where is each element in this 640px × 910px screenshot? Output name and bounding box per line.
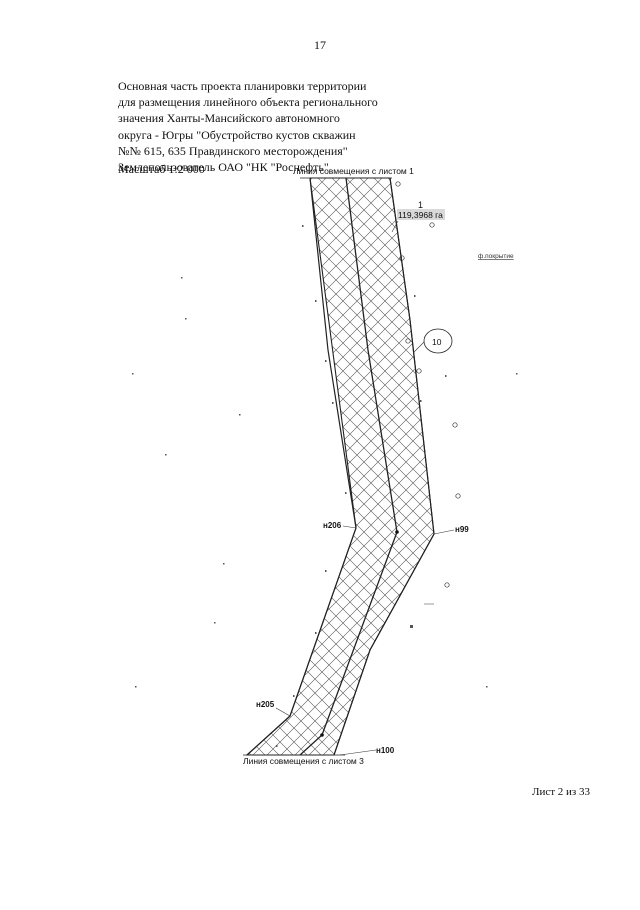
well-marker-icon — [416, 368, 422, 374]
survey-mark — [135, 686, 137, 688]
leader-h100 — [339, 749, 377, 756]
point-label-h100: н100 — [376, 746, 395, 755]
leader-h206 — [342, 525, 357, 529]
survey-mark — [302, 225, 304, 227]
leader-h99 — [433, 529, 455, 535]
well-marker-icon — [429, 222, 435, 228]
point-label-h99: н99 — [455, 525, 469, 534]
match-line-top-label: Линия совмещения с листом 1 — [293, 166, 414, 176]
survey-mark — [132, 373, 134, 375]
survey-mark — [293, 695, 295, 697]
survey-mark — [276, 745, 278, 747]
survey-mark — [181, 277, 183, 279]
well-marker-icon — [399, 255, 405, 261]
sheet-label: Лист 2 из 33 — [532, 786, 591, 798]
circle-label: 10 — [432, 337, 442, 347]
side-label: ф.покрытие — [478, 253, 514, 260]
title-line: Землепользователь ОАО "НК "Роснефть" — [118, 160, 329, 175]
point-label-h206: н206 — [323, 521, 342, 530]
leader-h205 — [275, 707, 291, 717]
page-number: 17 — [314, 38, 326, 52]
well-marker-icon — [455, 493, 461, 499]
match-line-bottom-label: Линия совмещения с листом 3 — [243, 756, 364, 766]
well-marker-icon — [405, 338, 411, 344]
well-markers — [395, 181, 461, 588]
vertex-point — [395, 530, 399, 534]
title-line: для размещения линейного объекта региона… — [118, 95, 378, 110]
survey-mark — [165, 454, 167, 456]
survey-mark — [325, 360, 327, 362]
circle-leader-line — [413, 341, 425, 353]
title-line: значения Ханты-Мансийского автономного — [118, 111, 340, 126]
survey-mark — [223, 563, 225, 565]
parcel-area: 119,3968 га — [398, 210, 443, 220]
survey-mark — [516, 373, 518, 375]
point-label-h205: н205 — [256, 700, 275, 709]
survey-mark — [315, 300, 317, 302]
title-line: №№ 615, 635 Правдинского месторождения" — [118, 143, 348, 158]
parcel-label-box — [397, 209, 445, 220]
survey-mark — [332, 402, 334, 404]
survey-marks — [132, 225, 518, 747]
circle-marker — [423, 328, 453, 354]
vertex-point — [320, 733, 324, 737]
parcel-leader-line — [391, 220, 399, 233]
survey-mark — [486, 686, 488, 688]
well-marker-icon — [452, 422, 458, 428]
survey-mark — [315, 632, 317, 634]
well-marker-icon — [444, 582, 450, 588]
parcel-number: 1 — [418, 200, 423, 210]
survey-mark — [185, 318, 187, 320]
survey-mark — [239, 414, 241, 416]
survey-mark — [410, 625, 413, 628]
survey-mark — [420, 400, 422, 402]
well-marker-icon — [395, 181, 401, 187]
title-line: Основная часть проекта планировки террит… — [118, 79, 367, 93]
survey-mark — [345, 492, 347, 494]
title-block: Основная часть проекта планировки террит… — [118, 78, 398, 175]
title-line: округа - Югры "Обустройство кустов скваж… — [118, 127, 356, 142]
survey-mark — [325, 570, 327, 572]
survey-mark — [414, 295, 416, 297]
survey-mark — [214, 622, 216, 624]
scale-label: Масштаб 1:2 000 — [118, 162, 205, 176]
right-of-way-corridor — [245, 177, 435, 756]
survey-mark — [445, 375, 447, 377]
